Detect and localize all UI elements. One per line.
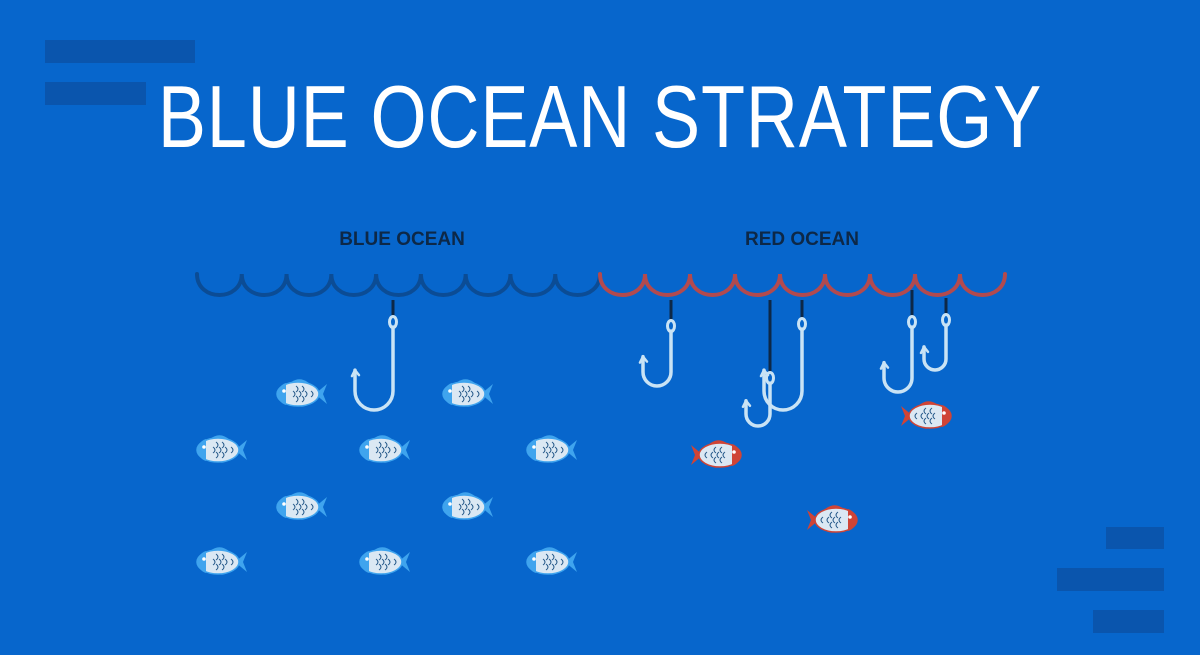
decor-bar-top-2 xyxy=(45,82,146,105)
decor-bar-bottom-1 xyxy=(1106,527,1164,549)
blue-fish-icon xyxy=(276,379,327,407)
fishing-lines xyxy=(391,290,948,372)
decor-bar-top-1 xyxy=(45,40,195,63)
waves xyxy=(195,272,1007,297)
blue-fish-icon xyxy=(442,379,493,407)
blue-fish-icon xyxy=(359,547,410,575)
red-fish-icon xyxy=(691,440,742,468)
blue-fish-icon xyxy=(276,492,327,520)
fish-hook-icon xyxy=(759,317,807,412)
blue-fish-icon xyxy=(442,492,493,520)
fish-hook-icon xyxy=(741,371,775,428)
blue-fish-icon xyxy=(196,547,247,575)
fish-school xyxy=(196,379,952,575)
decor-bar-bottom-2 xyxy=(1057,568,1164,591)
blue-fish-icon xyxy=(526,435,577,463)
fish-hook-icon xyxy=(919,313,951,372)
blue-fish-icon xyxy=(526,547,577,575)
fish-hook-icon xyxy=(638,319,676,388)
page-title: BLUE OCEAN STRATEGY xyxy=(157,67,1043,166)
red-fish-icon xyxy=(901,401,952,429)
blue-ocean-wave xyxy=(195,272,602,297)
blue-fish-icon xyxy=(359,435,410,463)
red-ocean-wave xyxy=(598,272,1007,297)
fish-hook-icon xyxy=(350,315,398,412)
decor-bar-bottom-3 xyxy=(1093,610,1164,633)
fishing-hooks xyxy=(350,313,951,428)
fish-hook-icon xyxy=(879,315,917,394)
blue-fish-icon xyxy=(196,435,247,463)
red-fish-icon xyxy=(807,505,858,533)
red-ocean-label: RED OCEAN xyxy=(744,229,859,250)
blue-ocean-label: BLUE OCEAN xyxy=(339,229,465,250)
